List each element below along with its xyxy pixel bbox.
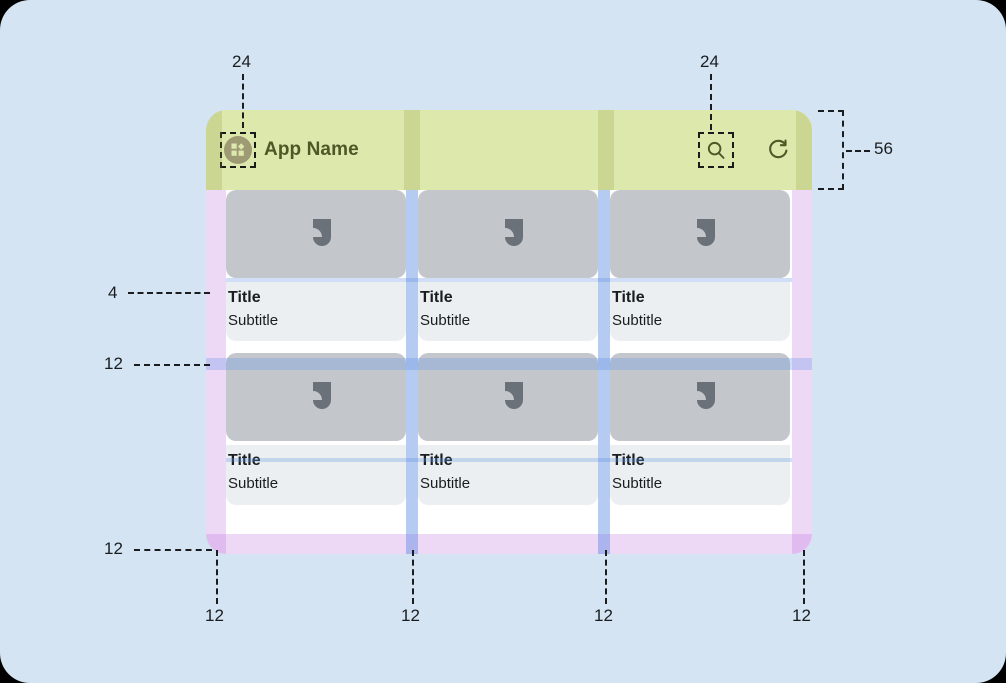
card-grid-row: Title Subtitle <box>226 190 792 342</box>
card[interactable]: Title Subtitle <box>418 353 598 505</box>
image-placeholder-icon <box>697 219 715 246</box>
card-thumbnail <box>610 353 790 442</box>
annotation-bracket-appbar-height <box>818 110 844 190</box>
card-grid: Title Subtitle <box>226 190 792 505</box>
card-thumbnail <box>226 190 406 278</box>
app-bar-leading-group: App Name <box>220 132 359 168</box>
app-logo-circle <box>224 136 252 164</box>
annotation-leader-thumb-title-gap <box>128 292 210 294</box>
card[interactable]: Title Subtitle <box>418 190 598 342</box>
card-text: Title Subtitle <box>418 282 598 342</box>
card-title: Title <box>612 289 645 306</box>
annotation-label-gutter-4: 12 <box>792 606 811 625</box>
annotation-label-row-gap: 12 <box>104 354 123 373</box>
app-bar: App Name <box>206 110 812 190</box>
card-grid-row: Title Subtitle <box>226 353 792 505</box>
app-frame: App Name <box>206 110 812 554</box>
card-text: Title Subtitle <box>226 445 406 505</box>
image-placeholder-icon <box>505 219 523 246</box>
card-text: Title Subtitle <box>226 282 406 342</box>
annotation-leader-gutter-2 <box>412 550 414 604</box>
image-placeholder-icon <box>313 382 331 410</box>
annotation-leader-appbar-height <box>846 150 870 152</box>
card[interactable]: Title Subtitle <box>226 353 406 505</box>
card-subtitle: Subtitle <box>228 312 279 329</box>
card-title: Title <box>228 452 261 470</box>
annotation-leader-gutter-1 <box>216 550 218 604</box>
annotation-label-icon-size-left: 24 <box>232 52 251 71</box>
padding-overlay-right <box>792 190 812 554</box>
card-grid-body: Title Subtitle <box>206 190 812 554</box>
card[interactable]: Title Subtitle <box>226 190 406 342</box>
padding-overlay-left <box>206 190 226 554</box>
card-title: Title <box>612 452 645 470</box>
card-subtitle: Subtitle <box>612 475 663 493</box>
annotation-leader-bottom-padding <box>134 549 212 551</box>
card-subtitle: Subtitle <box>420 475 471 493</box>
card-text: Title Subtitle <box>610 282 790 342</box>
app-bar-title: App Name <box>264 139 359 160</box>
annotation-label-gutter-3: 12 <box>594 606 613 625</box>
card-thumbnail <box>418 190 598 278</box>
padding-overlay-bottom <box>206 534 812 554</box>
card-thumbnail <box>610 190 790 278</box>
card-thumbnail <box>226 353 406 442</box>
card-text: Title Subtitle <box>418 445 598 505</box>
annotation-label-bottom-padding: 12 <box>104 539 123 558</box>
image-placeholder-icon <box>313 219 331 246</box>
annotation-leader-gutter-4 <box>803 550 805 604</box>
card-text: Title Subtitle <box>610 445 790 505</box>
image-placeholder-icon <box>697 382 715 410</box>
card-thumbnail <box>418 353 598 442</box>
grid-row-gap <box>226 341 792 353</box>
card[interactable]: Title Subtitle <box>610 353 790 505</box>
refresh-icon[interactable] <box>766 138 790 162</box>
card-subtitle: Subtitle <box>612 312 663 329</box>
annotation-leader-gutter-3 <box>605 550 607 604</box>
app-logo-icon[interactable] <box>220 132 256 168</box>
annotation-label-gutter-1: 12 <box>205 606 224 625</box>
image-placeholder-icon <box>505 382 523 410</box>
card-title: Title <box>420 289 453 306</box>
annotation-leader-icon-size-right <box>710 74 712 130</box>
app-bar-row: App Name <box>206 110 812 190</box>
annotation-leader-icon-size-left <box>242 74 244 128</box>
annotation-label-thumb-title-gap: 4 <box>108 283 118 302</box>
annotation-label-appbar-height: 56 <box>874 139 893 158</box>
search-icon[interactable] <box>698 132 734 168</box>
app-bar-actions <box>698 132 790 168</box>
card[interactable]: Title Subtitle <box>610 190 790 342</box>
annotation-label-icon-size-right: 24 <box>700 52 719 71</box>
card-title: Title <box>420 452 453 470</box>
card-subtitle: Subtitle <box>228 475 279 493</box>
card-subtitle: Subtitle <box>420 312 471 329</box>
annotation-leader-row-gap <box>134 364 210 366</box>
annotation-label-gutter-2: 12 <box>401 606 420 625</box>
card-title: Title <box>228 289 261 306</box>
